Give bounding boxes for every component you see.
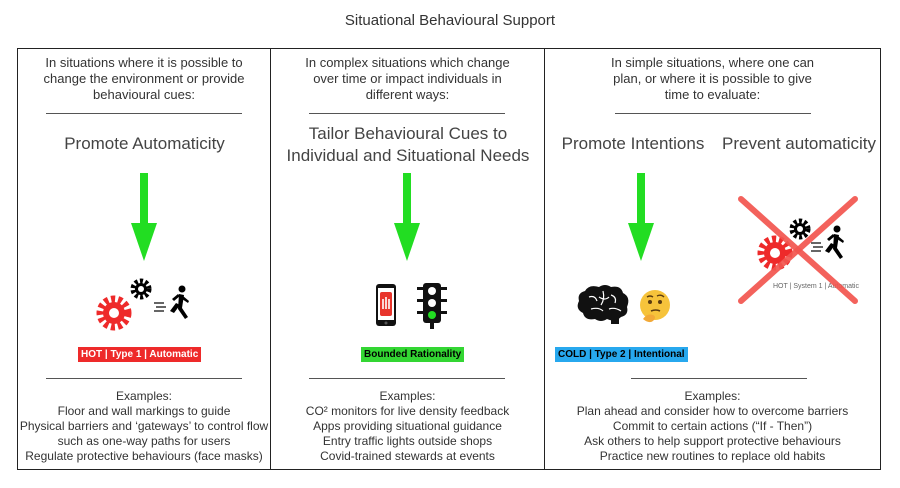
divider [631,378,807,379]
intro-line: In simple situations, where one can [610,55,815,70]
example-item: Physical barriers and ‘gateways’ to cont… [19,419,269,433]
examples-title: Examples: [379,389,436,403]
column-heading: Tailor Behavioural Cues to Individual an… [271,123,545,167]
divider [309,378,505,379]
column-intentions: In simple situations, where one can plan… [545,49,880,469]
intro-line: plan, or where it is possible to give [613,71,812,86]
heading-line: Tailor Behavioural Cues to [308,124,508,143]
example-item: Covid-trained stewards at events [320,449,495,463]
thinking-face-icon [640,290,670,323]
diagram-frame: In situations where it is possible to ch… [17,48,881,470]
running-person-icon [170,285,189,319]
gears-icon [96,278,152,331]
heading-promote-intentions: Promote Intentions [561,134,705,153]
system-badge-hot: HOT | Type 1 | Automatic [78,347,202,362]
example-item: such as one-way paths for users [57,434,231,448]
intro-line: behavioural cues: [93,87,195,102]
column-intro: In situations where it is possible to ch… [18,55,270,103]
example-item: Regulate protective behaviours (face mas… [25,449,263,463]
divider [46,378,242,379]
system-badge-cold: COLD | Type 2 | Intentional [555,347,688,362]
brain-icon [577,285,629,324]
example-item: CO² monitors for live density feedback [305,404,510,418]
green-down-arrow-icon [131,173,157,261]
example-item: Floor and wall markings to guide [57,404,231,418]
heading-prevent-automaticity: Prevent automaticity [721,134,876,153]
green-down-arrow-icon [394,173,420,261]
gears-runner-icon [757,218,844,271]
system-badge-bounded: Bounded Rationality [361,347,465,362]
intro-line: change the environment or provide [43,71,245,86]
example-item: Entry traffic lights outside shops [322,434,493,448]
intro-line: different ways: [365,87,450,102]
examples-title: Examples: [684,389,741,403]
column-automaticity: In situations where it is possible to ch… [18,49,271,469]
motion-lines-icon [154,302,166,312]
column-bounded-rationality: In complex situations which change over … [271,49,545,469]
intro-line: In complex situations which change [305,55,510,70]
phone-stop-icon [376,284,396,326]
example-item: Ask others to help support protective be… [584,434,841,448]
column-heading: Promote Automaticity [64,134,225,153]
example-item: Plan ahead and consider how to overcome … [576,404,849,418]
examples-list: Examples: Plan ahead and consider how to… [545,389,880,464]
intro-line: In situations where it is possible to [45,55,243,70]
examples-title: Examples: [115,389,173,403]
examples-list: Examples: CO² monitors for live density … [271,389,544,464]
traffic-light-icon [417,283,447,329]
crossed-automaticity-group: HOT | System 1 | Automatic [733,195,863,307]
divider [615,113,811,114]
example-item: Commit to certain actions (“If - Then”) [612,419,813,433]
crossed-system-label: HOT | System 1 | Automatic [773,283,859,290]
intro-line: over time or impact individuals in [313,71,502,86]
column-intro: In simple situations, where one can plan… [545,55,880,103]
divider [46,113,242,114]
example-item: Apps providing situational guidance [313,419,502,433]
column-intro: In complex situations which change over … [271,55,544,103]
green-down-arrow-icon [628,173,654,261]
divider [309,113,505,114]
diagram-title: Situational Behavioural Support [344,12,556,29]
gears-runner-icon [96,278,189,331]
cross-icon [738,196,858,304]
example-item: Practice new routines to replace old hab… [599,449,826,463]
examples-list: Examples: Floor and wall markings to gui… [18,389,270,464]
heading-line: Individual and Situational Needs [286,146,530,165]
intro-line: time to evaluate: [664,87,761,102]
